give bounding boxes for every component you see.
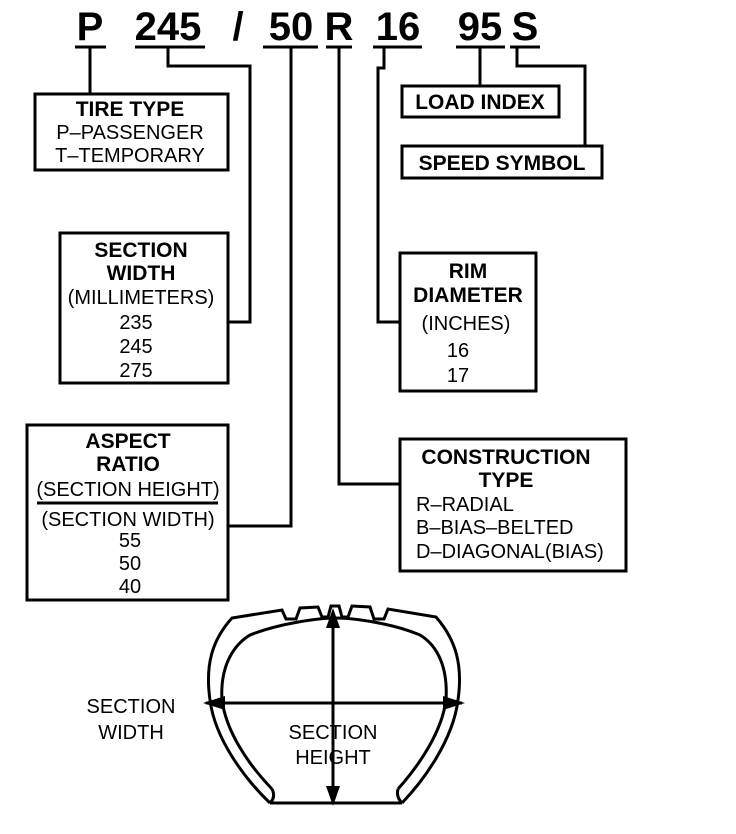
construction-type-item: R–RADIAL	[416, 494, 514, 516]
aspect-ratio-numerator: (SECTION HEIGHT)	[36, 479, 219, 501]
rim-diameter-title: RIM	[449, 260, 488, 283]
tire-type-item: P–PASSENGER	[56, 122, 203, 144]
section-width-value: 235	[119, 312, 152, 334]
rim-diameter-title: DIAMETER	[413, 284, 523, 307]
rim-diameter-unit: (INCHES)	[422, 313, 511, 335]
code-load: 95	[458, 5, 503, 49]
speed-symbol-title: SPEED SYMBOL	[419, 152, 586, 175]
rim-diameter-value: 16	[447, 340, 469, 362]
rim-diameter-value: 17	[447, 365, 469, 387]
figure-height-label: HEIGHT	[295, 747, 371, 769]
code-rim: 16	[376, 5, 421, 49]
figure-width-label: WIDTH	[98, 722, 164, 744]
section-width-unit: (MILLIMETERS)	[68, 287, 215, 309]
section-width-value: 275	[119, 360, 152, 382]
code-width: 245	[135, 5, 202, 49]
speed-symbol-box: SPEED SYMBOL	[400, 144, 604, 180]
section-width-title: SECTION	[94, 239, 187, 262]
load-index-title: LOAD INDEX	[415, 91, 545, 114]
code-prefix: P	[77, 5, 104, 49]
aspect-ratio-value: 40	[119, 576, 141, 598]
construction-type-title: TYPE	[479, 469, 534, 492]
aspect-ratio-value: 50	[119, 553, 141, 575]
figure-height-label: SECTION	[289, 722, 378, 744]
aspect-ratio-title: RATIO	[96, 453, 160, 476]
section-width-box: SECTION WIDTH (MILLIMETERS) 235 245 275	[58, 231, 230, 385]
construction-type-item: D–DIAGONAL(BIAS)	[416, 541, 604, 563]
section-width-title: WIDTH	[107, 262, 176, 285]
tire-type-item: T–TEMPORARY	[55, 145, 205, 167]
construction-type-item: B–BIAS–BELTED	[416, 517, 573, 539]
code-aspect: 50	[269, 5, 314, 49]
connector-lines	[88, 47, 587, 528]
tire-type-title: TIRE TYPE	[76, 98, 185, 121]
aspect-ratio-value: 55	[119, 530, 141, 552]
load-index-box: LOAD INDEX	[400, 84, 561, 119]
construction-type-title: CONSTRUCTION	[421, 446, 590, 469]
tire-type-box: TIRE TYPE P–PASSENGER T–TEMPORARY	[33, 92, 230, 172]
rim-diameter-box: RIM DIAMETER (INCHES) 16 17	[398, 251, 538, 393]
code-slash: /	[232, 5, 243, 49]
figure-width-label: SECTION	[87, 696, 176, 718]
aspect-ratio-box: ASPECT RATIO (SECTION HEIGHT) (SECTION W…	[25, 423, 230, 602]
section-width-value: 245	[119, 336, 152, 358]
tire-cross-section: SECTION WIDTH SECTION HEIGHT	[87, 604, 465, 806]
code-construction: R	[325, 5, 354, 49]
aspect-ratio-denominator: (SECTION WIDTH)	[41, 509, 214, 531]
tire-outer-profile	[206, 604, 462, 805]
tire-code: P 245 / 50 R 16 95 S	[77, 5, 539, 49]
code-speed: S	[512, 5, 539, 49]
aspect-ratio-title: ASPECT	[85, 430, 170, 453]
construction-type-box: CONSTRUCTION TYPE R–RADIAL B–BIAS–BELTED…	[398, 437, 628, 573]
